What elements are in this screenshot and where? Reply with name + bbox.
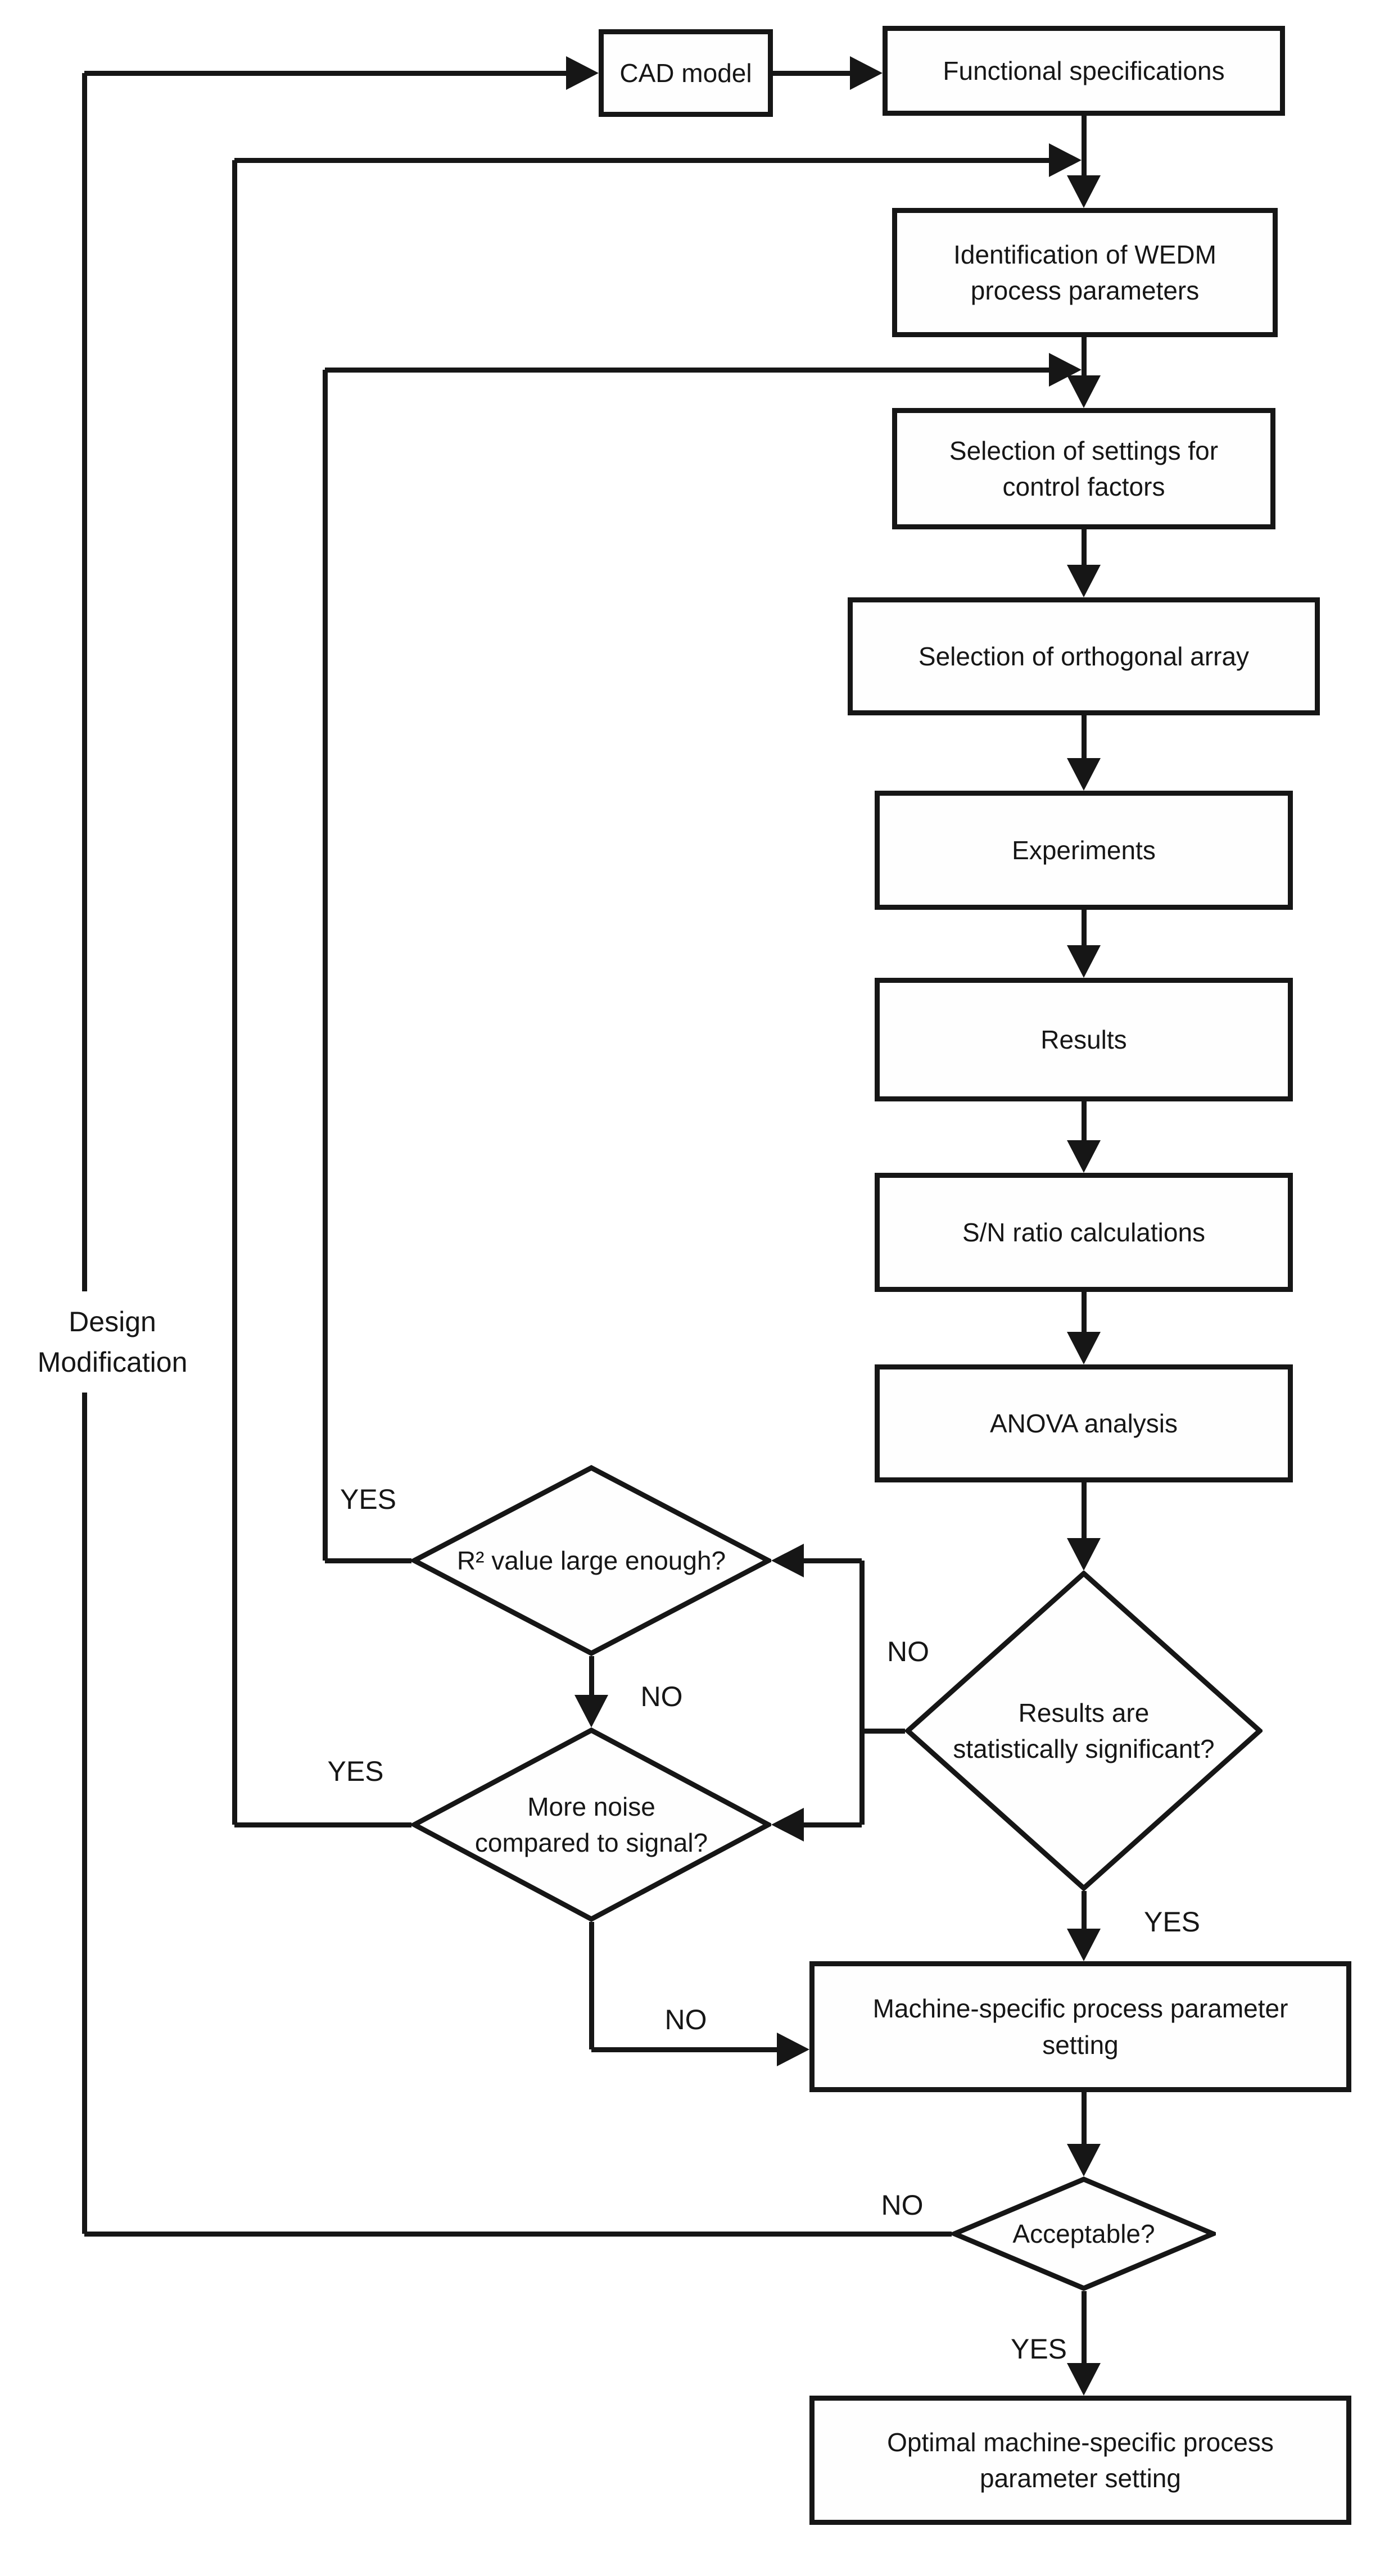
flow-box-machine-setting: Machine-specific process parameter setti…: [809, 1961, 1351, 2092]
arrowhead-icon: [1067, 1538, 1101, 1571]
flow-box-cad-model: CAD model: [599, 29, 773, 117]
arrowhead-icon: [771, 1808, 804, 1842]
diamond-shape: [411, 1727, 771, 1922]
arrowhead-icon: [1067, 2144, 1101, 2176]
decision-diamond-acceptable: Acceptable?: [952, 2176, 1216, 2291]
connector-segment-loop-c-horizontal: [325, 367, 1052, 373]
connector-segment-selset-to-ortho: [1081, 529, 1087, 569]
connector-segment-into-r2-right: [803, 1558, 862, 1563]
flow-box-orthogonal-array: Selection of orthogonal array: [848, 597, 1320, 715]
arrowhead-icon: [850, 56, 883, 90]
connector-segment-sig-no-stub: [862, 1728, 905, 1734]
connector-segment-anova-to-sig: [1081, 1482, 1087, 1541]
arrowhead-icon: [566, 56, 599, 90]
connector-segment-noise-no-horizontal: [591, 2047, 777, 2052]
connector-segment-r2-yes-stub: [325, 1558, 411, 1563]
node-label: More noise compared to signal?: [474, 1792, 708, 1857]
connector-segment-loop-b-vertical: [232, 160, 237, 1825]
connector-segment-cad-to-func: [773, 70, 852, 76]
arrowhead-icon: [771, 1544, 804, 1577]
connector-segment-loop-a-top: [84, 70, 566, 76]
connector-segment-machine-to-acc: [1081, 2092, 1087, 2146]
connector-segment-r2-no-vertical: [589, 1656, 594, 1701]
connector-segment-noise-no-vertical: [589, 1922, 594, 2049]
flow-box-results: Results: [875, 978, 1293, 1101]
connector-segment-func-to-ident: [1081, 116, 1087, 178]
node-label: Acceptable?: [1012, 2219, 1155, 2248]
edge-label-sig-no: NO: [887, 1635, 929, 1667]
arrowhead-icon: [574, 1695, 608, 1727]
connector-segment-exp-to-results: [1081, 910, 1087, 949]
arrowhead-icon: [777, 2033, 809, 2066]
connector-segment-ident-to-selset: [1081, 337, 1087, 379]
connector-segment-loop-c-vertical: [322, 370, 328, 1561]
edge-label-design-modification: Design Modification: [14, 1291, 211, 1393]
arrowhead-icon: [1067, 375, 1101, 408]
arrowhead-icon: [1067, 758, 1101, 791]
arrowhead-icon: [1049, 143, 1082, 177]
connector-segment-sig-no-vertical: [859, 1561, 865, 1825]
connector-segment-noise-yes-stub: [234, 1822, 411, 1827]
edge-label-noise-no: NO: [664, 2003, 707, 2035]
edge-label-sig-yes: YES: [1143, 1906, 1201, 1938]
arrowhead-icon: [1067, 1332, 1101, 1364]
connector-segment-ortho-to-exp: [1081, 715, 1087, 760]
decision-diamond-significant: Results are statistically significant?: [905, 1571, 1263, 1891]
edge-label-acc-yes: YES: [1010, 2333, 1067, 2365]
connector-segment-loop-a-vertical: [82, 73, 87, 2234]
connector-segment-sig-yes-vertical: [1081, 1891, 1087, 1931]
edge-label-r2-yes: YES: [340, 1483, 397, 1515]
arrowhead-icon: [1067, 565, 1101, 597]
arrowhead-icon: [1067, 2363, 1101, 2396]
diamond-shape: [411, 1465, 771, 1656]
flow-box-functional-specs: Functional specifications: [883, 26, 1285, 116]
arrowhead-icon: [1067, 175, 1101, 208]
node-label: Results are statistically significant?: [953, 1698, 1215, 1763]
decision-diamond-more-noise: More noise compared to signal?: [411, 1727, 771, 1922]
node-label: R² value large enough?: [456, 1545, 726, 1575]
flow-box-identification: Identification of WEDM process parameter…: [892, 208, 1278, 337]
connector-segment-acc-to-optimal: [1081, 2291, 1087, 2366]
arrowhead-icon: [1067, 945, 1101, 978]
connector-segment-sn-to-anova: [1081, 1292, 1087, 1336]
arrowhead-icon: [1067, 1929, 1101, 1961]
connector-segment-loop-a-bottom: [84, 2231, 952, 2237]
edge-label-noise-yes: YES: [327, 1755, 384, 1787]
flow-box-selection-settings: Selection of settings for control factor…: [892, 408, 1275, 529]
flow-box-experiments: Experiments: [875, 791, 1293, 910]
diamond-shape: [952, 2176, 1216, 2291]
edge-label-r2-no: NO: [640, 1681, 683, 1713]
diamond-shape: [905, 1571, 1263, 1891]
flow-box-anova: ANOVA analysis: [875, 1364, 1293, 1482]
decision-diamond-r2-large: R² value large enough?: [411, 1465, 771, 1656]
connector-segment-results-to-sn: [1081, 1101, 1087, 1144]
flow-box-optimal-setting: Optimal machine-specific process paramet…: [809, 2396, 1351, 2525]
connector-segment-loop-b-horizontal: [234, 157, 1052, 163]
connector-segment-into-noise-right: [803, 1822, 862, 1827]
flow-box-sn-ratio: S/N ratio calculations: [875, 1173, 1293, 1292]
edge-label-acc-no: NO: [881, 2189, 924, 2221]
arrowhead-icon: [1067, 1140, 1101, 1173]
